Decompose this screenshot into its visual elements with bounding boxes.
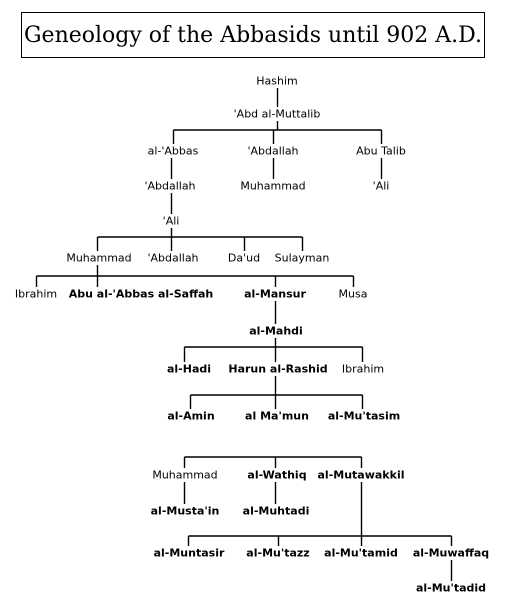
node-hashim: Hashim: [256, 74, 298, 88]
node-ali-2: 'Ali: [162, 214, 180, 228]
node-al-muwaffaq: al-Muwaffaq: [412, 546, 490, 560]
node-al-mutadid: al-Mu'tadid: [415, 581, 487, 595]
node-al-mamun: al Ma'mun: [245, 409, 309, 423]
node-abdallah-3: 'Abdallah: [147, 251, 199, 265]
node-al-amin: al-Amin: [167, 409, 215, 423]
node-muhammad-1: Muhammad: [66, 251, 132, 265]
node-al-mutawakkil: al-Mutawakkil: [317, 468, 405, 482]
node-al-hadi: al-Hadi: [166, 362, 212, 376]
node-al-mahdi: al-Mahdi: [249, 324, 303, 338]
node-ibrahim-1: Ibrahim: [14, 287, 58, 301]
node-ibrahim-2: Ibrahim: [341, 362, 385, 376]
node-al-mustain: al-Musta'in: [150, 504, 220, 518]
node-ali-1: 'Ali: [372, 179, 390, 193]
node-abd-al-muttalib: 'Abd al-Muttalib: [233, 107, 321, 121]
node-abu-al-abbas: Abu al-'Abbas al-Saffah: [68, 287, 214, 301]
node-abdallah-2: 'Abdallah: [144, 179, 196, 193]
node-al-wathiq: al-Wathiq: [247, 468, 307, 482]
page-title: Geneology of the Abbasids until 902 A.D.: [23, 22, 483, 48]
node-al-muhtadi: al-Muhtadi: [242, 504, 310, 518]
node-harun: Harun al-Rashid: [228, 362, 328, 376]
node-sulayman: Sulayman: [274, 251, 330, 265]
node-muhammad-prophet: Muhammad: [240, 179, 306, 193]
node-al-muntasir: al-Muntasir: [153, 546, 225, 560]
node-al-mansur: al-Mansur: [244, 287, 306, 301]
node-daud: Da'ud: [227, 251, 261, 265]
node-abdallah-1: 'Abdallah: [247, 144, 299, 158]
node-al-abbas: al-'Abbas: [147, 144, 199, 158]
title-box: Geneology of the Abbasids until 902 A.D.: [21, 12, 485, 58]
node-al-mutasim: al-Mu'tasim: [327, 409, 401, 423]
node-al-mutamid: al-Mu'tamid: [324, 546, 398, 560]
node-al-mutazz: al-Mu'tazz: [246, 546, 310, 560]
node-abu-talib: Abu Talib: [356, 144, 406, 158]
node-musa: Musa: [338, 287, 368, 301]
node-muhammad-2: Muhammad: [152, 468, 218, 482]
